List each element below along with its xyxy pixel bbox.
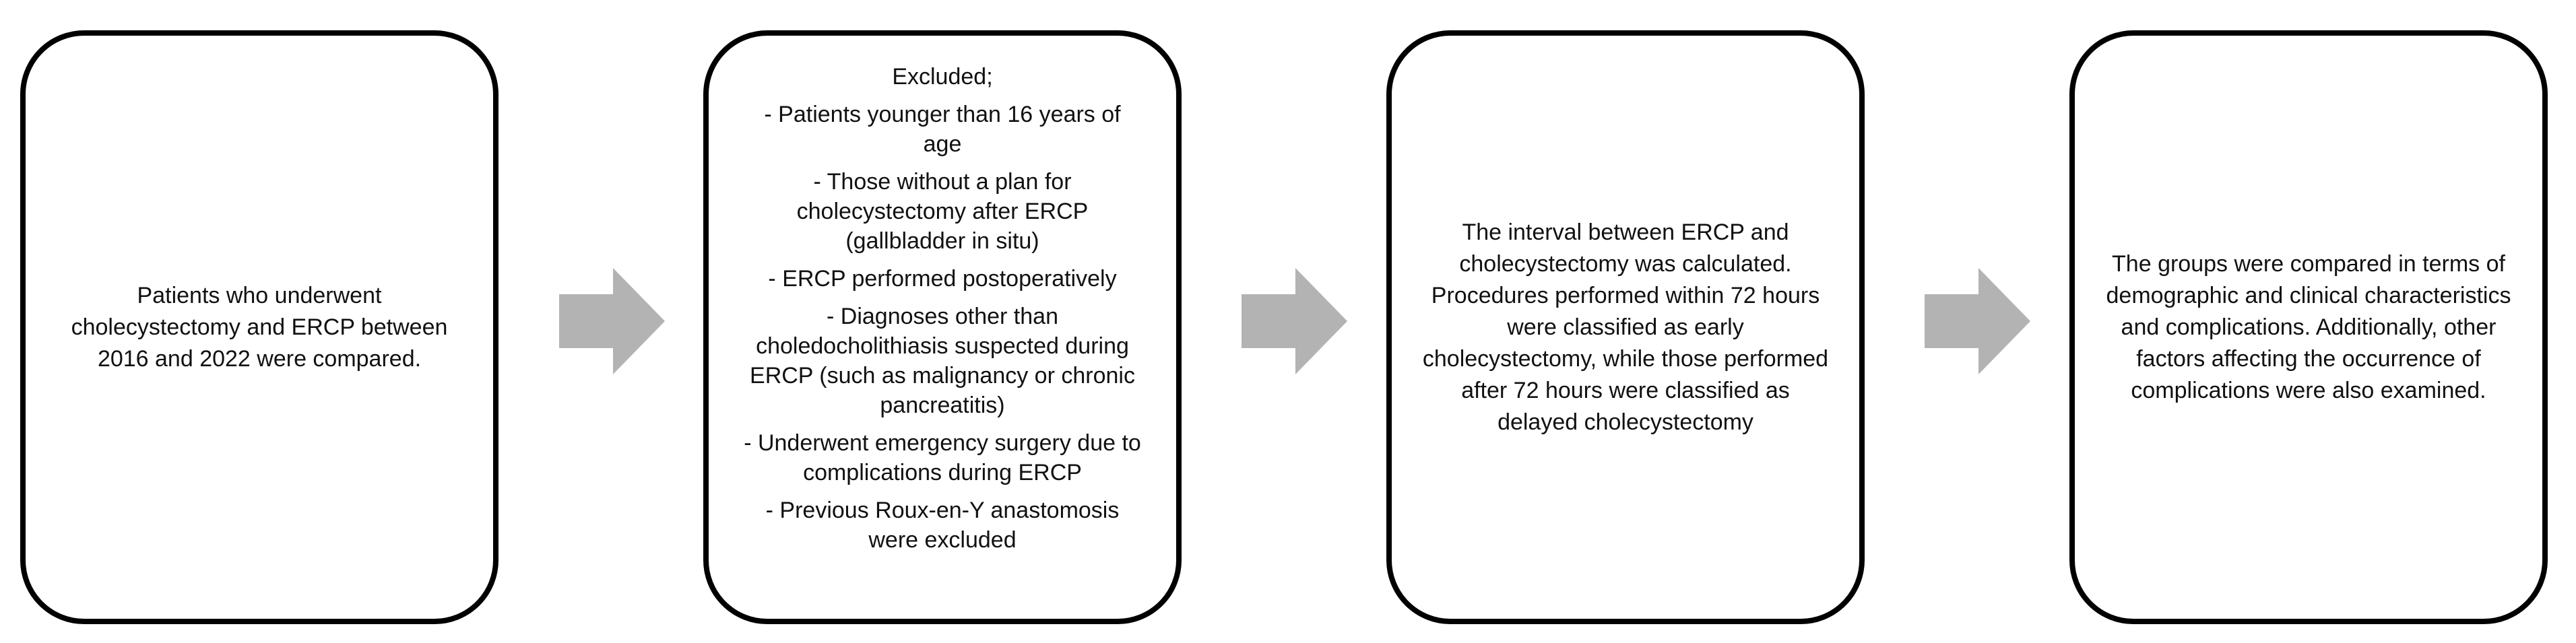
step-2-exclusion-box: Excluded; - Patients younger than 16 yea… xyxy=(703,30,1182,624)
exclusion-item: - Patients younger than 16 years of age xyxy=(764,102,1121,157)
right-arrow-icon xyxy=(559,268,665,374)
right-arrow-icon xyxy=(1242,268,1347,374)
exclusion-item: - Those without a plan for cholecystecto… xyxy=(796,169,1089,254)
exclusion-item: - Previous Roux-en-Y anastomosis were ex… xyxy=(765,498,1120,553)
step-4-box: The groups were compared in terms of dem… xyxy=(2069,30,2548,624)
exclusion-title: Excluded; xyxy=(892,64,993,90)
step-3-box: The interval between ERCP and cholecyste… xyxy=(1386,30,1865,624)
step-3-text: The interval between ERCP and cholecyste… xyxy=(1422,219,1829,435)
step-4-text: The groups were compared in terms of dem… xyxy=(2106,250,2511,403)
exclusion-item: - Underwent emergency surgery due to com… xyxy=(744,430,1141,485)
exclusion-item: - ERCP performed postoperatively xyxy=(768,266,1117,292)
step-1-box: Patients who underwent cholecystectomy a… xyxy=(20,30,498,624)
exclusion-item: - Diagnoses other than choledocholithias… xyxy=(750,304,1135,418)
right-arrow-icon xyxy=(1925,268,2030,374)
step-1-text: Patients who underwent cholecystectomy a… xyxy=(71,282,448,372)
